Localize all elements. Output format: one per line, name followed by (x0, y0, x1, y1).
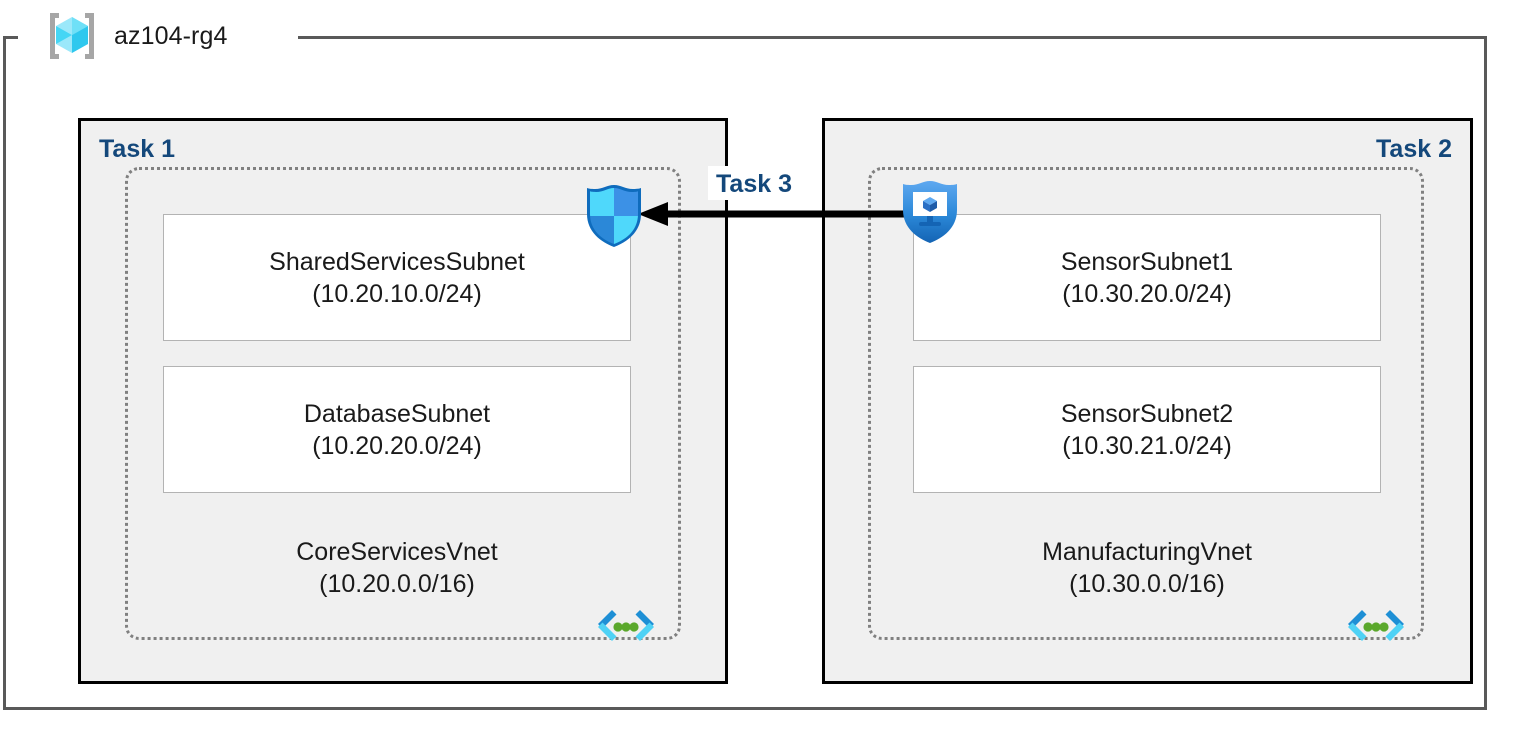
vnet-cidr: (10.30.0.0/16) (1069, 570, 1225, 598)
vnet-box-manufacturing (868, 167, 1424, 640)
vnet-chevron-dots-icon (594, 608, 658, 648)
subnet-name: SensorSubnet1 (1060, 247, 1234, 276)
vnet-chevron-dots-icon (1344, 608, 1408, 648)
subnet-name: SensorSubnet2 (1060, 399, 1234, 428)
subnet-box-database: DatabaseSubnet (10.20.20.0/24) (163, 366, 631, 493)
vnet-box-core-services (125, 167, 681, 640)
shield-quadrant-icon (583, 182, 645, 250)
subnet-cidr: (10.30.21.0/24) (1062, 431, 1232, 460)
subnet-name: SharedServicesSubnet (269, 247, 525, 276)
vnet-name: ManufacturingVnet (1042, 538, 1252, 566)
subnet-box-sensor-1: SensorSubnet1 (10.30.20.0/24) (913, 214, 1381, 341)
subnet-cidr: (10.20.10.0/24) (312, 279, 482, 308)
vnet-cidr: (10.20.0.0/16) (319, 570, 475, 598)
subnet-cidr: (10.20.20.0/24) (312, 431, 482, 460)
task-1-label: Task 1 (99, 135, 175, 163)
resource-group-header: az104-rg4 (44, 8, 227, 64)
vnet-caption-manufacturing: ManufacturingVnet (10.30.0.0/16) (913, 536, 1381, 600)
resource-group-cube-icon (44, 8, 100, 64)
subnet-box-sensor-2: SensorSubnet2 (10.30.21.0/24) (913, 366, 1381, 493)
task-3-label-backdrop (708, 166, 818, 200)
vnet-name: CoreServicesVnet (296, 538, 498, 566)
resource-group-frame (3, 36, 1487, 710)
left-arrow-icon (638, 202, 911, 226)
resource-group-title: az104-rg4 (114, 21, 228, 50)
subnet-name: DatabaseSubnet (303, 399, 491, 428)
task-2-label: Task 2 (1376, 135, 1452, 163)
task-3-label: Task 3 (716, 170, 792, 198)
shield-vm-monitor-icon (899, 178, 961, 246)
vnet-caption-core-services: CoreServicesVnet (10.20.0.0/16) (163, 536, 631, 600)
subnet-cidr: (10.30.20.0/24) (1062, 279, 1232, 308)
subnet-box-shared-services: SharedServicesSubnet (10.20.10.0/24) (163, 214, 631, 341)
